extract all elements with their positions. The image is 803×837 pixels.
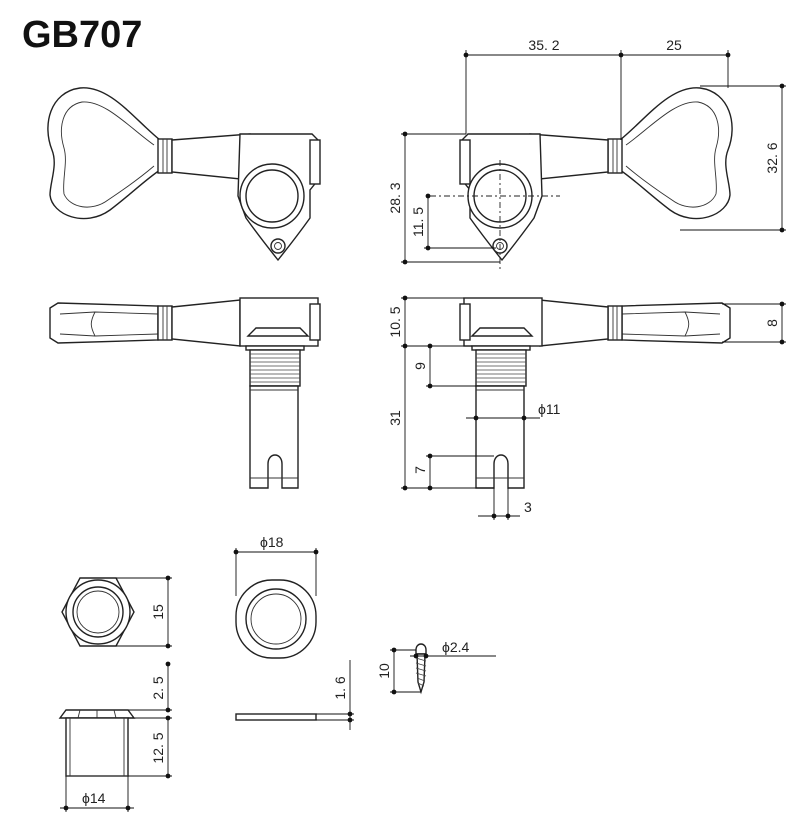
dimensions-middle-right: 10. 5 8 9 ϕ11 31 [387,295,786,520]
tuner-button-left [47,87,161,220]
hex-nut-top-view: 15 [61,575,172,649]
dim-1-6: 1. 6 [332,676,348,700]
dim-25: 25 [666,37,682,53]
dim-32-6: 32. 6 [764,142,780,173]
dim-15: 15 [150,604,166,620]
dim-phi-18: ϕ18 [260,534,284,550]
dim-35-2: 35. 2 [528,37,559,53]
tuner-side-view-left [47,87,321,262]
bushing-side-view: 2. 5 12. 5 ϕ14 [58,661,172,812]
tuner-top-view-right [459,297,731,489]
tuner-side-view-right [430,87,733,272]
thread-right [476,353,526,383]
dim-9: 9 [412,362,428,370]
dim-8: 8 [764,319,780,327]
dim-31: 31 [387,410,403,426]
dim-phi-2-4: ϕ2.4 [442,639,470,655]
tuner-button-right [619,87,733,220]
thread-left [250,353,300,383]
dim-7: 7 [412,466,428,474]
dim-phi-11: ϕ11 [538,401,561,417]
washer-views: ϕ18 1. 6 [233,534,354,730]
dim-phi-14: ϕ14 [82,790,106,806]
string-post-right [475,385,525,489]
tuner-top-view-left [49,297,321,489]
dim-10-5: 10. 5 [387,306,403,337]
dimensions-top-right: 35. 2 25 32. 6 28. 3 11. 5 [387,37,786,265]
dim-12-5: 12. 5 [150,732,166,763]
dim-2-5: 2. 5 [150,676,166,700]
dim-11-5: 11. 5 [410,207,426,237]
string-post-left [249,385,299,489]
screw-view: 10 ϕ2.4 [376,639,496,695]
dim-28-3: 28. 3 [387,182,403,213]
dim-3: 3 [524,499,532,515]
model-title: GB707 [22,14,143,56]
dim-10: 10 [376,663,392,679]
